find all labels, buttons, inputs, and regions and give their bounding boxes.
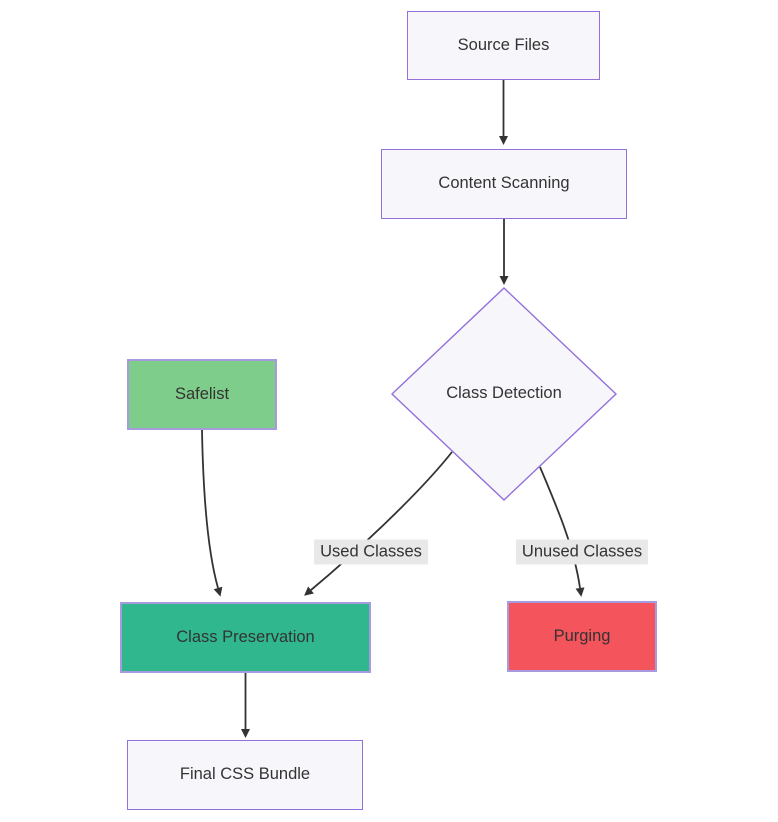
node-final-css-bundle-label: Final CSS Bundle	[179, 765, 311, 784]
node-safelist: Safelist	[127, 359, 277, 430]
node-source-files: Source Files	[407, 11, 600, 80]
node-class-preservation: Class Preservation	[120, 602, 371, 673]
node-class-preservation-label: Class Preservation	[176, 627, 315, 646]
node-content-scanning-label: Content Scanning	[438, 174, 570, 193]
edge-safelist-to-class-preservation	[201, 429, 223, 597]
node-class-detection-label: Class Detection	[446, 384, 562, 402]
edge-label-used-classes: Used Classes	[314, 539, 428, 565]
node-purging-label: Purging	[553, 626, 611, 645]
node-safelist-label: Safelist	[174, 384, 230, 403]
node-source-files-label: Source Files	[457, 35, 550, 54]
node-content-scanning: Content Scanning	[381, 149, 627, 219]
node-class-detection-diamond	[390, 287, 618, 501]
edge-class-detection-to-class-preservation	[304, 451, 453, 596]
edge-label-unused-classes: Unused Classes	[515, 539, 649, 565]
node-final-css-bundle: Final CSS Bundle	[127, 740, 363, 810]
node-purging: Purging	[507, 601, 657, 672]
edge-class-detection-to-purging	[539, 466, 585, 597]
